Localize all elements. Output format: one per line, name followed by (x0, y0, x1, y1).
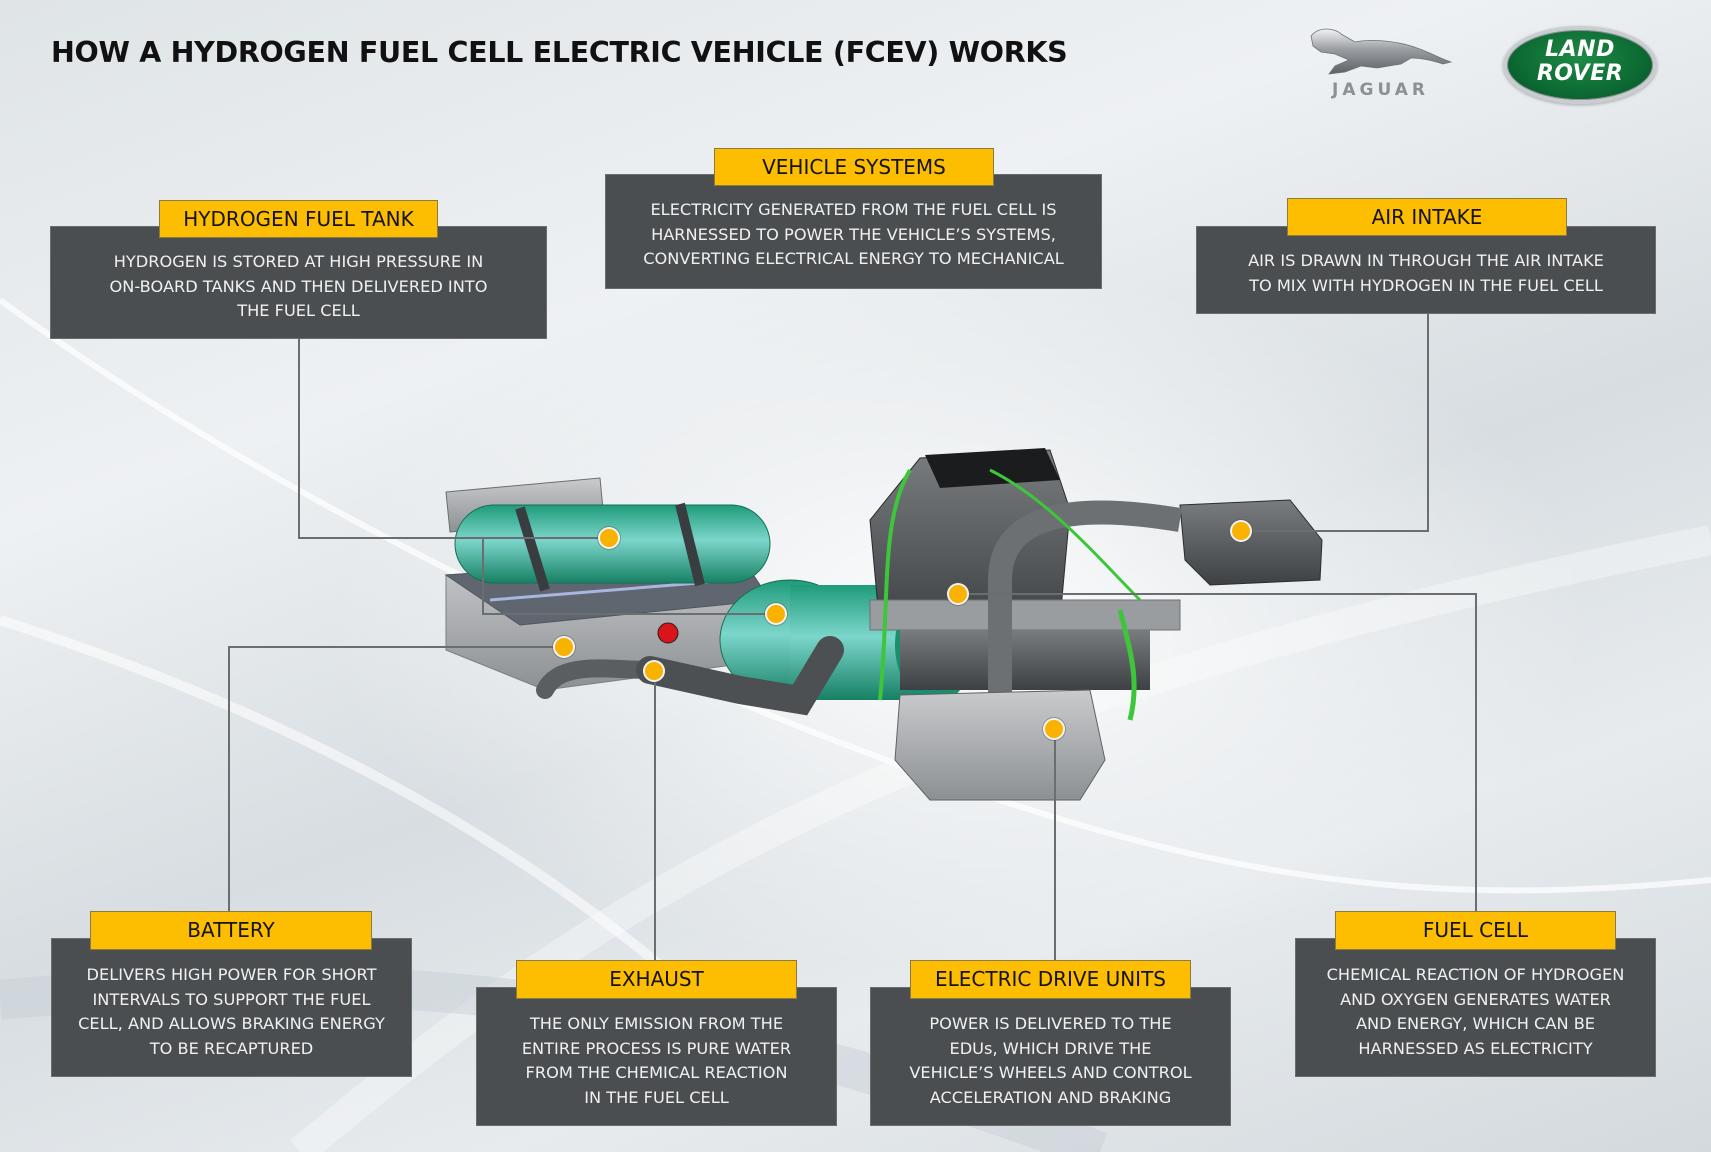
callout-exhaust: THE ONLY EMISSION FROM THE ENTIRE PROCES… (476, 987, 837, 1126)
connector-exhaust-vertical (654, 671, 656, 960)
connector-edu-vertical (1054, 729, 1056, 960)
hydrogen-tank-upper-marker (600, 529, 618, 547)
callout-vehicle-systems: ELECTRICITY GENERATED FROM THE FUEL CELL… (605, 174, 1102, 289)
description-line: CHEMICAL REACTION OF HYDROGEN (1326, 965, 1625, 984)
callout-electric-drive-units: POWER IS DELIVERED TO THE EDUs, WHICH DR… (870, 987, 1231, 1126)
description-line: VEHICLE’S WHEELS AND CONTROL (909, 1063, 1192, 1082)
description-line: THE ONLY EMISSION FROM THE (529, 1014, 784, 1033)
description-line: ENTIRE PROCESS IS PURE WATER (521, 1038, 792, 1058)
connector-battery-horizontal (228, 646, 564, 648)
description-line: POWER IS DELIVERED TO THE (929, 1014, 1172, 1033)
description-line: ELECTRICITY GENERATED FROM THE FUEL CELL… (650, 200, 1057, 219)
description-line: AND ENERGY, WHICH CAN BE (1355, 1014, 1596, 1033)
description-line: FROM THE CHEMICAL REACTION (525, 1063, 788, 1082)
callout-description: POWER IS DELIVERED TO THE EDUs, WHICH DR… (871, 1012, 1230, 1110)
jaguar-wordmark: JAGUAR (1332, 80, 1429, 100)
description-line: HARNESSED AS ELECTRICITY (1358, 1038, 1593, 1058)
jaguar-leaper-icon (1310, 28, 1453, 75)
description-line: ACCELERATION AND BRAKING (929, 1087, 1172, 1107)
heading-exhaust: EXHAUST (516, 960, 797, 999)
connector-air-intake-vertical (1427, 313, 1429, 532)
connector-fuel-tank-branch-horizontal (482, 613, 776, 615)
description-line: EDUs, WHICH DRIVE THE (949, 1038, 1152, 1058)
heading-air-intake: AIR INTAKE (1287, 198, 1567, 236)
callout-description: THE ONLY EMISSION FROM THE ENTIRE PROCES… (477, 1012, 836, 1110)
description-line: CONVERTING ELECTRICAL ENERGY TO MECHANIC… (643, 249, 1064, 268)
heading-hydrogen-fuel-tank: HYDROGEN FUEL TANK (159, 200, 438, 238)
description-line: HYDROGEN IS STORED AT HIGH PRESSURE IN (113, 252, 484, 271)
description-line: AND OXYGEN GENERATES WATER (1340, 989, 1611, 1009)
callout-description: DELIVERS HIGH POWER FOR SHORT INTERVALS … (52, 963, 411, 1061)
callout-air-intake: AIR IS DRAWN IN THROUGH THE AIR INTAKE T… (1196, 226, 1656, 314)
callout-description: HYDROGEN IS STORED AT HIGH PRESSURE IN O… (51, 250, 546, 324)
callout-description: AIR IS DRAWN IN THROUGH THE AIR INTAKE T… (1197, 249, 1655, 298)
callout-description: ELECTRICITY GENERATED FROM THE FUEL CELL… (606, 198, 1101, 272)
description-line: HARNESSED TO POWER THE VEHICLE’S SYSTEMS… (651, 224, 1056, 244)
description-line: TO BE RECAPTURED (149, 1038, 314, 1058)
description-line: IN THE FUEL CELL (584, 1087, 729, 1107)
air-intake-marker (1232, 522, 1250, 540)
callout-description: CHEMICAL REACTION OF HYDROGEN AND OXYGEN… (1296, 963, 1655, 1061)
heading-fuel-cell: FUEL CELL (1335, 911, 1616, 950)
connector-fuel-cell-vertical (1475, 593, 1477, 911)
description-line: THE FUEL CELL (237, 301, 360, 320)
callout-battery: DELIVERS HIGH POWER FOR SHORT INTERVALS … (51, 938, 412, 1077)
connector-fuel-tank-vertical (298, 338, 300, 539)
connector-fuel-cell-horizontal (958, 593, 1477, 595)
electric-drive-unit-marker (1045, 720, 1063, 738)
land-rover-line1: LAND (1545, 37, 1615, 62)
connector-battery-vertical (228, 646, 230, 911)
fuel-cell-marker (949, 585, 967, 603)
heading-vehicle-systems: VEHICLE SYSTEMS (714, 148, 994, 186)
connector-fuel-tank-horizontal (298, 537, 609, 539)
callout-hydrogen-fuel-tank: HYDROGEN IS STORED AT HIGH PRESSURE IN O… (50, 226, 547, 339)
hydrogen-tank-lower-marker (767, 605, 785, 623)
description-line: DELIVERS HIGH POWER FOR SHORT (86, 965, 377, 984)
callout-fuel-cell: CHEMICAL REACTION OF HYDROGEN AND OXYGEN… (1295, 938, 1656, 1077)
land-rover-logo: LAND ROVER (1503, 26, 1657, 104)
description-line: INTERVALS TO SUPPORT THE FUEL (92, 989, 371, 1009)
page-title: HOW A HYDROGEN FUEL CELL ELECTRIC VEHICL… (51, 36, 1068, 69)
description-line: AIR IS DRAWN IN THROUGH THE AIR INTAKE (1248, 251, 1604, 270)
description-line: CELL, AND ALLOWS BRAKING ENERGY (78, 1014, 385, 1033)
description-line: ON-BOARD TANKS AND THEN DELIVERED INTO (109, 276, 488, 296)
exhaust-marker (645, 662, 663, 680)
heading-electric-drive-units: ELECTRIC DRIVE UNITS (910, 960, 1191, 999)
connector-fuel-tank-branch-vertical (482, 537, 484, 614)
heading-battery: BATTERY (90, 911, 372, 950)
description-line: TO MIX WITH HYDROGEN IN THE FUEL CELL (1249, 275, 1603, 295)
land-rover-line2: ROVER (1536, 61, 1624, 86)
battery-marker (555, 638, 573, 656)
connector-air-intake-horizontal (1241, 530, 1429, 532)
